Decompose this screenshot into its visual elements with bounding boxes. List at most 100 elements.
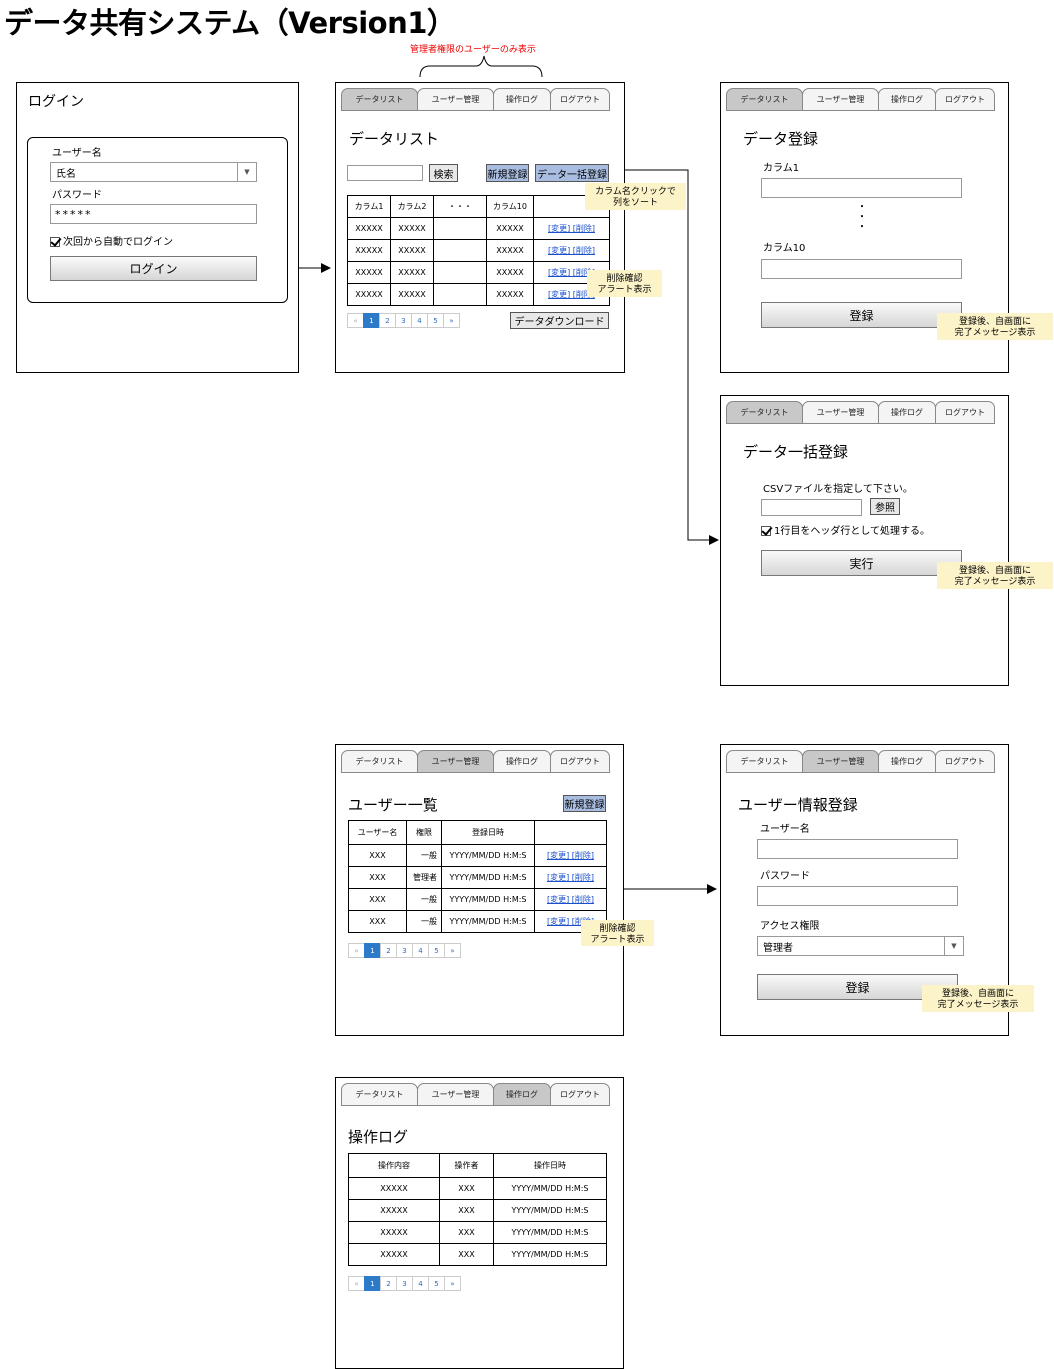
page-2[interactable]: 2 — [379, 313, 396, 328]
delete-note-line: アラート表示 — [597, 285, 652, 295]
tab-user-admin[interactable]: ユーザー管理 — [802, 88, 879, 111]
tab-datalist[interactable]: データリスト — [726, 401, 803, 424]
new-user-button[interactable]: 新規登録 — [563, 795, 606, 812]
bulk-heading: データ一括登録 — [743, 443, 849, 461]
search-button[interactable]: 検索 — [429, 164, 458, 182]
page-next[interactable]: » — [443, 313, 460, 328]
table-cell: XXXXX — [348, 1177, 440, 1200]
page-next[interactable]: » — [444, 943, 461, 958]
tab-user-admin[interactable]: ユーザー管理 — [417, 1083, 494, 1106]
table-cell: 一般 — [406, 910, 442, 933]
auto-login-row[interactable]: 次回から自動でログイン — [50, 233, 173, 248]
browse-button[interactable]: 参照 — [870, 498, 900, 515]
column-header[interactable]: カラム10 — [486, 195, 534, 218]
table-row: XXXXX XXX YYYY/MM/DD H:M:S — [348, 1243, 607, 1266]
edit-delete-links[interactable]: [変更] [削除] — [533, 239, 610, 262]
tab-logout[interactable]: ログアウト — [935, 88, 995, 111]
page-1[interactable]: 1 — [364, 943, 381, 958]
complete-note-line: 登録後、自画面に — [941, 989, 1014, 999]
checkbox-checked-icon[interactable] — [50, 237, 60, 247]
page-3[interactable]: 3 — [396, 943, 413, 958]
access-select[interactable]: 管理者 ▼ — [757, 936, 964, 956]
tab-datalist[interactable]: データリスト — [341, 750, 418, 773]
table-cell: XXX — [348, 910, 407, 933]
column-header[interactable]: カラム1 — [347, 195, 391, 218]
edit-delete-links[interactable]: [変更] [削除] — [534, 866, 607, 889]
tab-user-admin[interactable]: ユーザー管理 — [417, 750, 494, 773]
download-button[interactable]: データダウンロード — [510, 312, 609, 329]
edit-delete-links[interactable]: [変更] [削除] — [534, 844, 607, 867]
page-2[interactable]: 2 — [380, 943, 397, 958]
page-next[interactable]: » — [444, 1276, 461, 1291]
column-header: 権限 — [406, 820, 442, 845]
username-label: ユーザー名 — [760, 824, 810, 835]
tab-datalist[interactable]: データリスト — [341, 1083, 418, 1106]
page-4[interactable]: 4 — [412, 1276, 429, 1291]
tab-bar: データリスト ユーザー管理 操作ログ ログアウト — [726, 750, 995, 773]
access-value: 管理者 — [763, 942, 793, 954]
table-cell: XXXXX — [347, 217, 391, 240]
tab-logout[interactable]: ログアウト — [550, 750, 610, 773]
username-value: 氏名 — [56, 168, 76, 180]
table-cell — [433, 261, 487, 284]
checkbox-checked-icon[interactable] — [761, 526, 771, 536]
register-button[interactable]: 登録 — [761, 302, 962, 328]
page-prev[interactable]: « — [348, 943, 365, 958]
page-prev[interactable]: « — [347, 313, 364, 328]
tab-operation-log[interactable]: 操作ログ — [493, 88, 551, 111]
bulk-register-screen: データリスト ユーザー管理 操作ログ ログアウト データ一括登録 CSVファイル… — [720, 395, 1009, 686]
edit-delete-links[interactable]: [変更] [削除] — [533, 217, 610, 240]
page-4[interactable]: 4 — [412, 943, 429, 958]
table-cell: XXX — [439, 1221, 494, 1244]
page-4[interactable]: 4 — [411, 313, 428, 328]
page-5[interactable]: 5 — [428, 943, 445, 958]
username-input[interactable] — [757, 839, 958, 859]
tab-datalist[interactable]: データリスト — [726, 88, 803, 111]
page-5[interactable]: 5 — [428, 1276, 445, 1291]
tab-user-admin[interactable]: ユーザー管理 — [417, 88, 494, 111]
page-2[interactable]: 2 — [380, 1276, 397, 1291]
edit-delete-links[interactable]: [変更] [削除] — [534, 888, 607, 911]
table-cell: YYYY/MM/DD H:M:S — [441, 844, 535, 867]
tab-logout[interactable]: ログアウト — [935, 750, 995, 773]
execute-button[interactable]: 実行 — [761, 550, 962, 576]
tab-logout[interactable]: ログアウト — [550, 1083, 610, 1106]
tab-logout[interactable]: ログアウト — [935, 401, 995, 424]
tab-operation-log[interactable]: 操作ログ — [878, 401, 936, 424]
tab-datalist[interactable]: データリスト — [341, 88, 418, 111]
column10-input[interactable] — [761, 259, 962, 279]
tab-datalist[interactable]: データリスト — [726, 750, 803, 773]
page-3[interactable]: 3 — [395, 313, 412, 328]
page-3[interactable]: 3 — [396, 1276, 413, 1291]
username-select[interactable]: 氏名 ▼ — [50, 162, 257, 182]
page-5[interactable]: 5 — [427, 313, 444, 328]
bulk-register-button[interactable]: データ一括登録 — [535, 164, 609, 182]
table-cell: XXXXX — [348, 1199, 440, 1222]
tab-bar: データリスト ユーザー管理 操作ログ ログアウト — [341, 1083, 610, 1106]
login-button[interactable]: ログイン — [50, 256, 257, 281]
page-1[interactable]: 1 — [363, 313, 380, 328]
tab-operation-log[interactable]: 操作ログ — [493, 1083, 551, 1106]
tab-user-admin[interactable]: ユーザー管理 — [802, 750, 879, 773]
table-row: XXXXX XXXXX XXXXX [変更] [削除] — [347, 283, 610, 306]
tab-operation-log[interactable]: 操作ログ — [493, 750, 551, 773]
password-input[interactable] — [757, 886, 958, 906]
new-record-button[interactable]: 新規登録 — [486, 164, 529, 182]
page-prev[interactable]: « — [348, 1276, 365, 1291]
tab-operation-log[interactable]: 操作ログ — [878, 750, 936, 773]
column1-input[interactable] — [761, 178, 962, 198]
csv-file-input[interactable] — [761, 499, 862, 516]
tab-user-admin[interactable]: ユーザー管理 — [802, 401, 879, 424]
complete-note-line: 完了メッセージ表示 — [937, 1000, 1019, 1010]
tab-operation-log[interactable]: 操作ログ — [878, 88, 936, 111]
tab-logout[interactable]: ログアウト — [550, 88, 610, 111]
chevron-down-icon: ▼ — [944, 937, 963, 955]
password-input[interactable]: ***** — [50, 204, 257, 224]
table-cell: XXX — [439, 1243, 494, 1266]
header-row-option[interactable]: 1行目をヘッダ行として処理する。 — [761, 522, 930, 537]
search-input[interactable] — [347, 165, 423, 181]
page-1[interactable]: 1 — [364, 1276, 381, 1291]
column-header[interactable]: カラム2 — [390, 195, 434, 218]
sort-note-line: 列をソート — [612, 198, 658, 208]
delete-note-line: アラート表示 — [590, 935, 645, 945]
